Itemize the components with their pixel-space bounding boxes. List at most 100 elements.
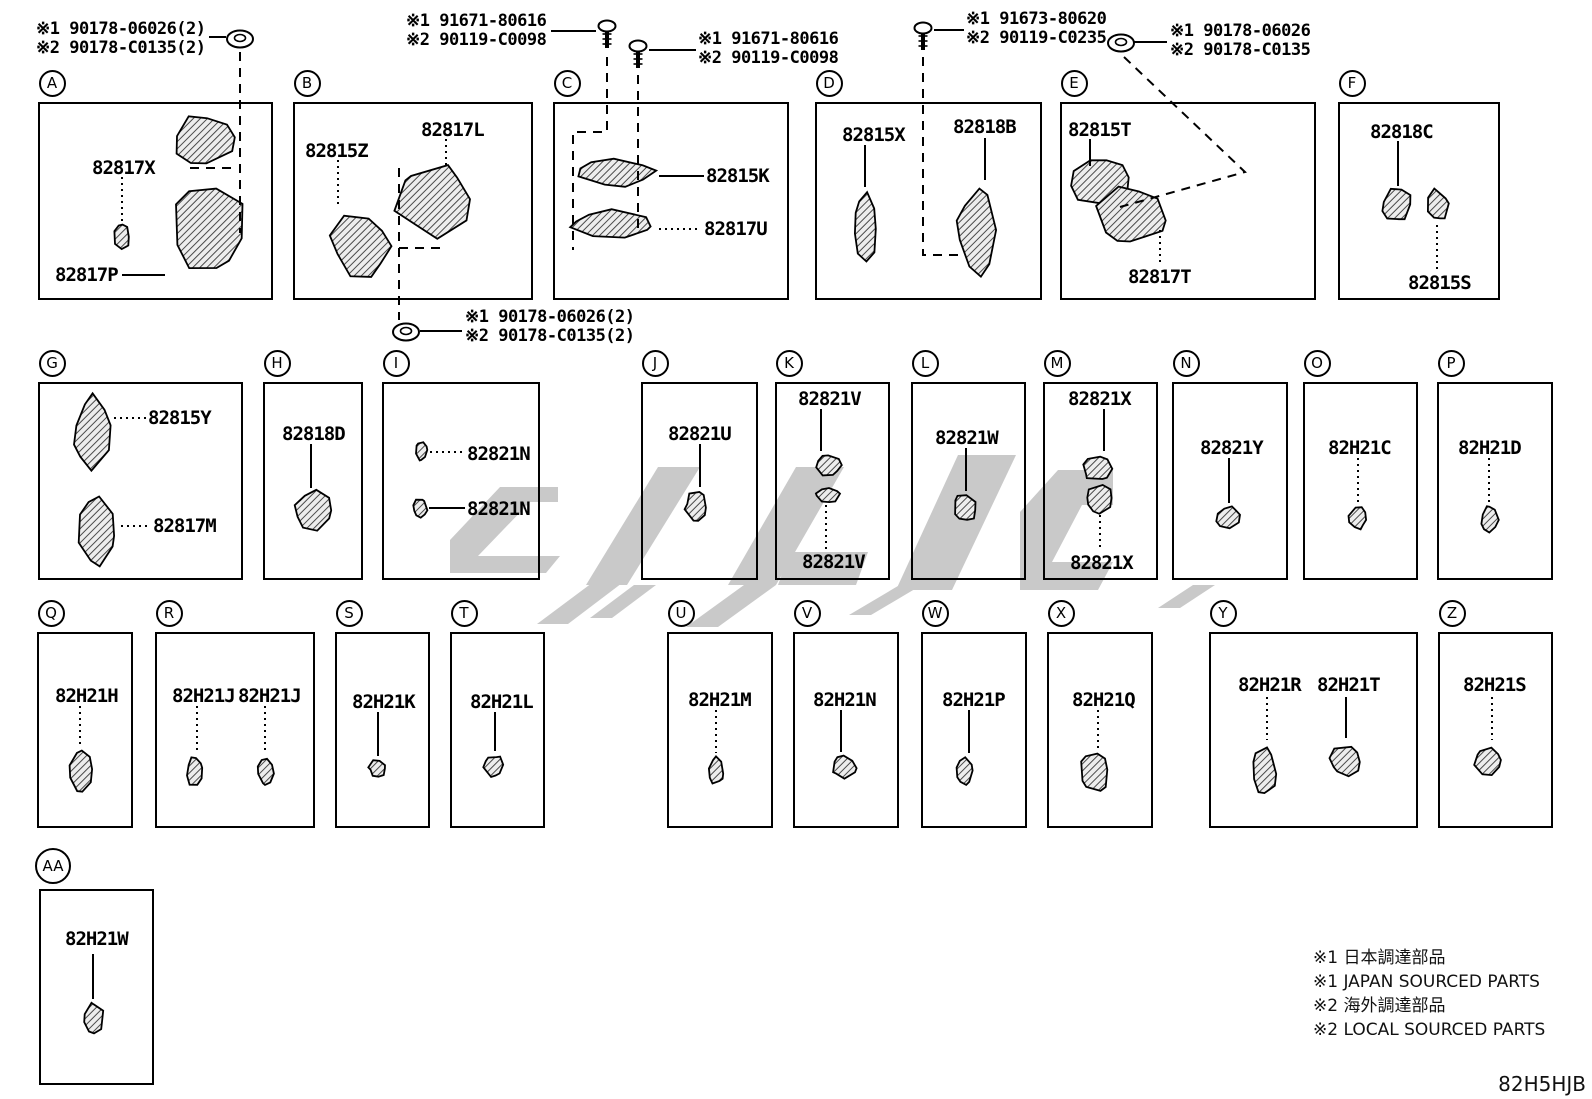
part-drawing bbox=[832, 754, 858, 780]
part-number-label: 82H21K bbox=[352, 691, 416, 713]
part-number-label: 82815Z bbox=[305, 140, 369, 162]
section-letter-O: O bbox=[1303, 349, 1331, 377]
watermark-shape bbox=[537, 577, 630, 624]
watermark-shape bbox=[590, 585, 656, 618]
fastener-note-line: ※2 90178-C0135(2) bbox=[36, 38, 206, 58]
section-box-U bbox=[667, 632, 773, 828]
section-letter-G: G bbox=[38, 349, 66, 377]
part-number-label: 82815Y bbox=[148, 407, 212, 429]
section-box-C bbox=[553, 102, 789, 300]
watermark-shape bbox=[450, 487, 560, 573]
part-number-label: 82H21T bbox=[1317, 674, 1381, 696]
section-box-A bbox=[38, 102, 273, 300]
part-drawing bbox=[1480, 505, 1500, 534]
part-drawing bbox=[1426, 187, 1450, 220]
bolt-icon bbox=[913, 21, 933, 50]
watermark-shape bbox=[896, 455, 1016, 590]
part-number-label: 82H21P bbox=[942, 689, 1006, 711]
part-number-label: 82H21L bbox=[470, 691, 534, 713]
section-box-M bbox=[1043, 382, 1158, 580]
bolt-icon bbox=[628, 39, 648, 68]
section-letter-V: V bbox=[793, 599, 821, 627]
section-box-J bbox=[641, 382, 758, 580]
fastener-dashed-line bbox=[572, 57, 608, 250]
legend: ※1 日本調達部品 ※1 JAPAN SOURCED PARTS ※2 海外調達… bbox=[1313, 946, 1545, 1042]
section-letter-U: U bbox=[667, 599, 695, 627]
part-drawing bbox=[955, 756, 974, 787]
section-letter-P: P bbox=[1437, 349, 1465, 377]
section-letter-Q: Q bbox=[37, 599, 65, 627]
section-box-W bbox=[921, 632, 1027, 828]
fastener-note: ※1 90178-06026(2)※2 90178-C0135(2) bbox=[465, 308, 635, 346]
section-box-X bbox=[1047, 632, 1153, 828]
part-drawings bbox=[68, 115, 1502, 1035]
fastener-note-line: ※1 90178-06026(2) bbox=[465, 307, 635, 327]
part-drawing bbox=[83, 1001, 105, 1035]
fastener-dashed-line bbox=[922, 57, 958, 256]
section-letter-W: W bbox=[921, 599, 949, 627]
legend-line-japan-jp: ※1 日本調達部品 bbox=[1313, 948, 1446, 968]
section-box-D bbox=[815, 102, 1042, 300]
fastener-note-line: ※2 90119-C0098 bbox=[698, 48, 839, 68]
section-box-I bbox=[382, 382, 540, 580]
fastener-note: ※1 91671-80616※2 90119-C0098 bbox=[406, 12, 547, 50]
section-box-T bbox=[450, 632, 545, 828]
section-letter-N: N bbox=[1172, 349, 1200, 377]
section-letter-I: I bbox=[382, 349, 410, 377]
section-letter-D: D bbox=[815, 69, 843, 97]
part-drawing bbox=[1473, 746, 1502, 777]
part-drawing bbox=[482, 755, 505, 779]
part-number-label: 82821X bbox=[1068, 388, 1132, 410]
part-drawing bbox=[113, 223, 130, 251]
section-box-G bbox=[38, 382, 243, 580]
fastener-note: ※1 91673-80620※2 90119-C0235 bbox=[966, 10, 1107, 48]
section-box-Y bbox=[1209, 632, 1418, 828]
part-drawing bbox=[328, 214, 393, 278]
part-number-label: 82821V bbox=[802, 551, 866, 573]
part-number-label: 82H21J bbox=[172, 685, 236, 707]
grommet-icon bbox=[226, 29, 254, 49]
part-number-label: 82H21M bbox=[688, 689, 752, 711]
section-box-K bbox=[775, 382, 890, 580]
section-letter-AA: AA bbox=[35, 848, 71, 884]
section-letter-Z: Z bbox=[1438, 599, 1466, 627]
part-drawing bbox=[415, 441, 429, 462]
part-number-label: 82817X bbox=[92, 157, 156, 179]
fastener-note: ※1 90178-06026(2)※2 90178-C0135(2) bbox=[36, 20, 206, 58]
part-number-label: 82815X bbox=[842, 124, 906, 146]
part-number-label: 82H21R bbox=[1238, 674, 1302, 696]
legend-line-local-en: ※2 LOCAL SOURCED PARTS bbox=[1313, 1020, 1546, 1040]
part-number-label: 82H21D bbox=[1458, 437, 1522, 459]
section-letter-H: H bbox=[263, 349, 291, 377]
fastener-note-line: ※2 90178-C0135(2) bbox=[465, 326, 635, 346]
doc-code: 82H5HJB bbox=[1498, 1072, 1586, 1096]
section-letter-E: E bbox=[1060, 69, 1088, 97]
section-letter-C: C bbox=[553, 69, 581, 97]
part-number-label: 82815K bbox=[706, 165, 770, 187]
part-number-label: 82821V bbox=[798, 388, 862, 410]
section-letter-K: K bbox=[775, 349, 803, 377]
section-letter-F: F bbox=[1338, 69, 1366, 97]
part-number-label: 82817L bbox=[421, 119, 485, 141]
part-drawing bbox=[568, 208, 652, 239]
leader-lines bbox=[79, 29, 1493, 999]
section-box-AA bbox=[39, 889, 154, 1085]
part-drawing bbox=[954, 494, 977, 521]
part-drawing bbox=[73, 391, 112, 473]
fastener-icons bbox=[226, 19, 1135, 342]
part-drawing bbox=[1381, 187, 1412, 221]
legend-line-local-jp: ※2 海外調達部品 bbox=[1313, 996, 1446, 1016]
part-drawing bbox=[1082, 455, 1114, 480]
part-number-label: 82821N bbox=[467, 498, 531, 520]
section-letter-T: T bbox=[450, 599, 478, 627]
section-box-E bbox=[1060, 102, 1316, 300]
part-drawing bbox=[814, 487, 842, 504]
part-number-label: 82H21N bbox=[813, 689, 877, 711]
part-drawing bbox=[1215, 505, 1241, 530]
section-box-F bbox=[1338, 102, 1500, 300]
watermark-shape bbox=[778, 552, 868, 585]
section-letter-B: B bbox=[293, 69, 321, 97]
fastener-note: ※1 90178-06026※2 90178-C0135 bbox=[1170, 22, 1311, 60]
